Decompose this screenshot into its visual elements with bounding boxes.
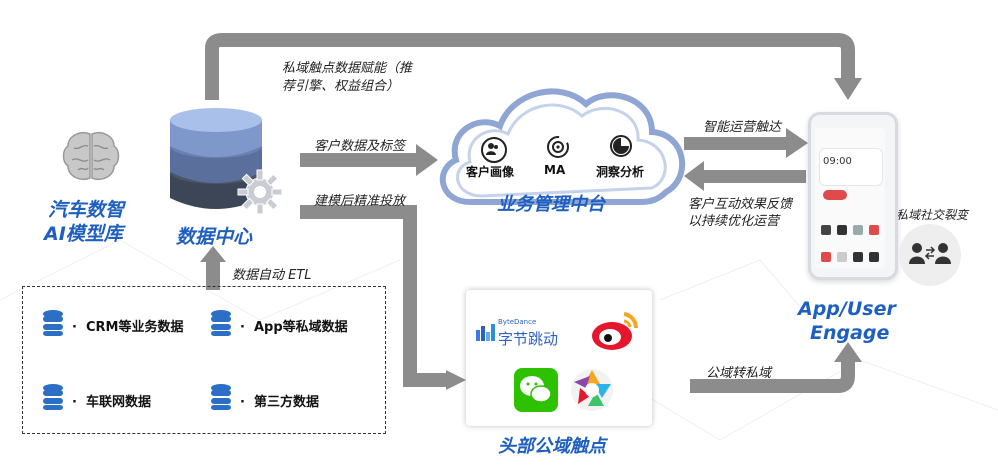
label-customer-data: 客户数据及标签 — [314, 139, 406, 154]
public-touch-title: 头部公域触点 — [498, 436, 606, 457]
source-item-1: · CRM等业务数据 — [72, 320, 184, 335]
public-touch-box — [466, 290, 652, 426]
phone-toggle — [823, 190, 847, 200]
source-item-4: · 第三方数据 — [240, 395, 320, 410]
source-item-3: · 车联网数据 — [72, 395, 152, 410]
aperture-logo-icon — [571, 369, 613, 411]
database-icon — [43, 384, 63, 410]
insight-icon — [610, 135, 632, 157]
label-modeling: 建模后精准投放 — [314, 194, 406, 209]
app-icon — [837, 252, 847, 262]
app-icon — [853, 225, 863, 235]
label-etl: 数据自动 ETL — [232, 268, 312, 283]
app-title-1: App/User — [798, 298, 896, 320]
app-icon — [821, 225, 831, 235]
database-icon — [211, 384, 231, 410]
weibo-logo-icon — [592, 312, 639, 350]
gear-icon — [237, 169, 283, 215]
bytedance-en: ByteDance — [498, 318, 537, 326]
bytedance-logo-icon — [476, 324, 495, 341]
database-icon — [43, 310, 63, 336]
phone-widget — [819, 148, 883, 186]
database-stack-icon — [170, 108, 262, 209]
source-label: App等私域数据 — [254, 320, 348, 335]
app-icon — [821, 252, 831, 262]
label-social-fission: 私域社交裂变 — [896, 208, 969, 222]
app-icon — [869, 252, 879, 262]
people-exchange-icon — [909, 243, 951, 264]
source-item-2: · App等私域数据 — [240, 320, 348, 335]
source-label: 第三方数据 — [254, 395, 320, 410]
app-title-2: Engage — [810, 322, 890, 344]
label-smart-ops: 智能运营触达 — [703, 120, 782, 135]
wechat-bubbles — [520, 376, 552, 403]
ai-model-title-2: AI模型库 — [44, 223, 123, 245]
bytedance-cn: 字节跳动 — [498, 330, 559, 348]
cloud-item-insight: 洞察分析 — [596, 165, 645, 179]
source-label: CRM等业务数据 — [86, 320, 184, 335]
social-fission-circle — [899, 224, 961, 286]
person-icon — [486, 143, 498, 155]
label-feedback-2: 以持续优化运营 — [688, 214, 780, 229]
cloud-item-profile: 客户画像 — [466, 165, 515, 179]
phone-app-row-2 — [821, 252, 881, 264]
source-label: 车联网数据 — [86, 395, 152, 410]
arrow-datacenter-to-app — [205, 33, 855, 100]
label-private-touch-2: 荐引擎、权益组合） — [282, 79, 400, 94]
app-icon — [837, 225, 847, 235]
phone-app-row-1 — [821, 225, 881, 237]
label-private-touch: 私域触点数据赋能（推 — [282, 61, 413, 76]
app-icon — [853, 252, 863, 262]
ai-model-title-1: 汽车数智 — [48, 199, 125, 221]
label-feedback-1: 客户互动效果反馈 — [688, 197, 793, 212]
label-public-to-private: 公域转私域 — [706, 366, 772, 381]
phone-clock: 09:00 — [823, 156, 852, 167]
ma-target-icon — [547, 136, 569, 158]
data-sources-box — [22, 286, 386, 434]
arrow-head-app-top — [834, 78, 862, 100]
app-icon — [869, 225, 879, 235]
data-center-title: 数据中心 — [176, 226, 253, 248]
brain-icon — [62, 132, 120, 180]
icon-customer-profile — [481, 137, 507, 163]
cloud-item-ma: MA — [544, 163, 566, 177]
middle-platform-title: 业务管理中台 — [497, 194, 605, 215]
database-icon — [211, 310, 231, 336]
